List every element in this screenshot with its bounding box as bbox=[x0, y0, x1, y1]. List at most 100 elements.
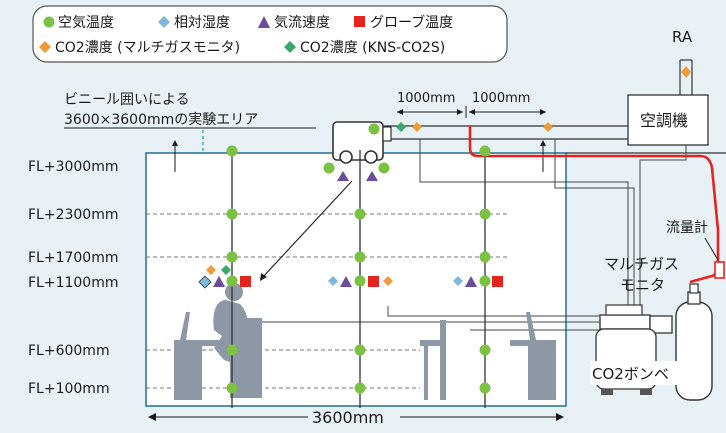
width-label: 3600mm bbox=[312, 408, 384, 427]
ceiling-fan-unit bbox=[323, 121, 553, 181]
dim-arrow-1b bbox=[457, 109, 463, 115]
left-air-temp-600 bbox=[226, 344, 238, 356]
tube-2 bbox=[554, 139, 635, 318]
center-chair-back bbox=[440, 320, 446, 400]
fan-leader-line bbox=[261, 180, 353, 279]
legend-humidity-label: 相対湿度 bbox=[174, 15, 230, 31]
legend-frame bbox=[32, 5, 508, 63]
left-air-temp-1100 bbox=[226, 275, 238, 287]
legend-co2-multigas-icon bbox=[39, 41, 51, 53]
width-dimension: 3600mm bbox=[148, 408, 564, 427]
height-label-600: FL+600mm bbox=[28, 343, 110, 359]
height-label-2300: FL+2300mm bbox=[28, 207, 119, 223]
flowmeter-label: 流量計 bbox=[666, 220, 708, 236]
legend-globe-temp-label: グローブ温度 bbox=[370, 14, 453, 31]
center-air-temp-1100 bbox=[354, 275, 366, 287]
outlet-air-temp bbox=[368, 123, 380, 135]
monitor-top bbox=[599, 314, 651, 330]
right-humidity bbox=[453, 276, 463, 286]
height-label-1100: FL+1100mm bbox=[28, 275, 119, 291]
monitor-display bbox=[649, 315, 673, 334]
aircon-unit bbox=[627, 94, 709, 146]
legend-air-temp-icon bbox=[43, 16, 55, 28]
legend-co2-multigas-label: CO2濃度 (マルチガスモニタ) bbox=[55, 40, 240, 56]
left-co2-multigas bbox=[206, 265, 216, 275]
center-air-temp-2300 bbox=[354, 208, 366, 220]
fan-wheel-right bbox=[364, 150, 378, 164]
fan-velocity-right bbox=[366, 171, 378, 181]
airflow-arrowhead-left bbox=[172, 140, 178, 146]
legend-air-velocity-label: 気流速度 bbox=[274, 15, 330, 31]
outlet-co2-multigas bbox=[412, 122, 422, 132]
airflow-arrowhead-right bbox=[540, 140, 546, 146]
duct-dimensions: 1000mm 1000mm bbox=[397, 91, 546, 118]
flowmeter-body bbox=[714, 261, 725, 279]
center-air-temp-600 bbox=[354, 344, 366, 356]
left-air-temp-2300 bbox=[226, 208, 238, 220]
outlet-co2-kns bbox=[396, 122, 406, 132]
ra-label: RA bbox=[672, 28, 693, 46]
legend-air-velocity-icon bbox=[258, 16, 270, 28]
right-globe-temp bbox=[492, 276, 503, 287]
dim-label-2: 1000mm bbox=[472, 91, 530, 106]
flowmeter-leader bbox=[704, 237, 719, 261]
measurement-pole-right bbox=[453, 145, 503, 408]
cylinder-body bbox=[675, 301, 713, 401]
ra-co2-sensor-icon bbox=[681, 66, 691, 78]
enclosure-note: ビニール囲いによる 3600×3600mmの実験エリア bbox=[64, 92, 316, 152]
monitor-head bbox=[605, 304, 643, 316]
center-chair-seat bbox=[420, 340, 446, 346]
cylinder-label: CO2ボンベ bbox=[592, 365, 669, 383]
return-air: RA bbox=[672, 28, 693, 95]
left-air-temp-3000 bbox=[226, 145, 238, 157]
legend-co2-kns-label: CO2濃度 (KNS-CO2S) bbox=[300, 40, 445, 56]
right-desk-top bbox=[510, 340, 556, 346]
multigas-label-line2: モニタ bbox=[620, 276, 665, 294]
legend-humidity-icon bbox=[158, 16, 170, 28]
laptop-screen bbox=[180, 312, 190, 340]
enclosure-note-line1: ビニール囲いによる bbox=[64, 92, 190, 108]
measurement-pole-left bbox=[198, 145, 251, 408]
center-humidity bbox=[328, 276, 338, 286]
fan-wheel-left bbox=[339, 150, 353, 164]
left-air-temp-100 bbox=[226, 382, 238, 394]
width-arrow-left bbox=[148, 413, 156, 421]
left-desk-body bbox=[174, 346, 202, 400]
right-air-velocity bbox=[465, 276, 477, 287]
width-arrow-right bbox=[556, 413, 564, 421]
right-air-temp-2300 bbox=[479, 208, 491, 220]
sampling-tubes bbox=[244, 139, 687, 331]
height-labels: FL+3000mm FL+2300mm FL+1700mm FL+1100mm … bbox=[28, 159, 119, 397]
multigas-label-line1: マルチガス bbox=[604, 255, 679, 273]
dim-label-1: 1000mm bbox=[397, 91, 455, 106]
enclosure-note-line2: 3600×3600mmの実験エリア bbox=[64, 112, 258, 128]
cylinder-neck bbox=[687, 291, 701, 305]
center-chair-leg bbox=[424, 346, 428, 400]
legend-globe-temp-icon bbox=[354, 16, 365, 27]
right-air-temp-3000 bbox=[479, 145, 491, 157]
legend-co2-kns-icon bbox=[284, 41, 296, 53]
airflow-arrows bbox=[172, 140, 546, 172]
right-air-temp-1700 bbox=[479, 251, 491, 263]
cylinder-label-bg bbox=[590, 361, 688, 385]
fan-velocity-left bbox=[337, 171, 349, 181]
height-label-100: FL+100mm bbox=[28, 381, 110, 397]
right-air-temp-100 bbox=[479, 382, 491, 394]
left-globe-temp bbox=[240, 276, 251, 287]
fan-air-temp-left bbox=[323, 162, 335, 174]
exhaust-co2-multigas bbox=[543, 122, 553, 132]
left-desk-top bbox=[174, 340, 220, 346]
center-co2-multigas bbox=[383, 276, 393, 286]
legend-air-temp-label: 空気温度 bbox=[58, 15, 114, 31]
dim-arrow-2b bbox=[540, 109, 546, 115]
aircon-label: 空調機 bbox=[640, 111, 688, 130]
left-air-temp-1700 bbox=[226, 251, 238, 263]
fan-leader-arrowhead bbox=[260, 273, 267, 281]
left-humidity bbox=[198, 275, 212, 289]
right-air-temp-600 bbox=[479, 344, 491, 356]
measurement-pole-center bbox=[328, 150, 393, 408]
left-co2-kns bbox=[221, 265, 231, 275]
occupant-head bbox=[225, 283, 243, 301]
tube-5 bbox=[387, 306, 610, 317]
